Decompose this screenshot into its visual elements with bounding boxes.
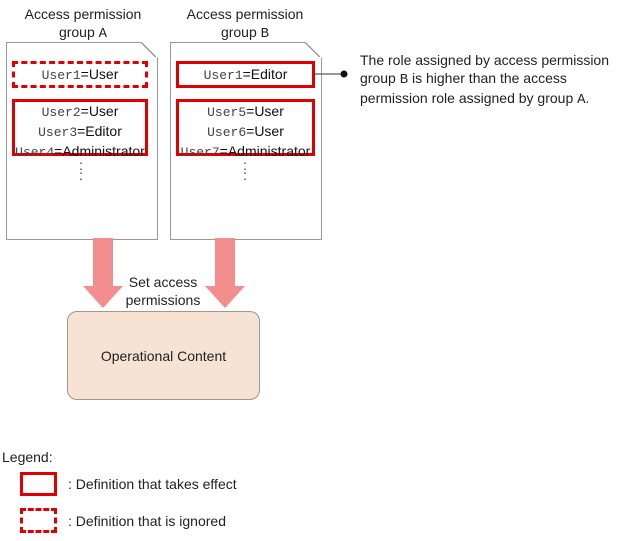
legend-ignored-swatch: [20, 508, 57, 533]
group-b-title: Access permission group B: [170, 5, 320, 43]
entry-role: =Editor: [77, 123, 122, 139]
entry-role: =Editor: [242, 66, 288, 82]
note-line-3-suffix: .: [585, 90, 590, 106]
entry-user: User4: [15, 145, 55, 160]
group-a-entry-2: User3=Editor: [15, 122, 145, 142]
group-a-title-line1: Access permission: [24, 6, 142, 22]
group-b-dots-2: :: [243, 167, 247, 183]
arrow-b-head: [205, 286, 245, 308]
group-b-title-prefix: group: [220, 24, 261, 40]
note-line-3-letter: A: [577, 92, 586, 108]
entry-user: User6: [207, 125, 247, 140]
group-b-entry-2: User6=User: [179, 122, 312, 142]
note-line-1: The role assigned by access permission: [360, 52, 610, 68]
entry-role: =Administrator: [219, 143, 311, 159]
group-b-title-line1: Access permission: [186, 6, 304, 22]
legend-title: Legend:: [2, 449, 53, 465]
group-b-dots-1: :: [243, 157, 247, 173]
group-b-title-letter: B: [260, 26, 270, 42]
legend-effect-label: : Definition that takes effect: [68, 476, 237, 492]
entry-user: User5: [207, 105, 247, 120]
arrow-group-b: [205, 238, 245, 308]
note-line-3-prefix: permission role assigned by group: [360, 90, 578, 106]
entry-role: =User: [246, 103, 284, 119]
group-b-card: [170, 42, 322, 240]
entry-role: =User: [80, 66, 119, 82]
group-b-effective-box: User5=User User6=User User7=Administrato…: [176, 99, 315, 160]
entry-user: User2: [41, 105, 81, 120]
legend-ignored-label: : Definition that is ignored: [68, 513, 226, 529]
arrow-group-a: [83, 238, 123, 308]
group-a-title: Access permission group A: [8, 5, 158, 43]
legend-effect-swatch: [20, 472, 57, 496]
operational-content-label: Operational Content: [100, 347, 227, 364]
note-line-2-prefix: group: [360, 70, 400, 86]
arrow-a-head: [83, 286, 123, 308]
entry-role: =Administrator: [54, 143, 145, 159]
group-a-entry-3: User4=Administrator: [15, 142, 145, 162]
entry-user: User3: [38, 125, 78, 140]
group-a-effective-box: User2=User User3=Editor User4=Administra…: [12, 99, 148, 160]
group-a-dots-2: :: [79, 167, 83, 183]
set-access-line1: Set access: [128, 274, 198, 290]
group-a-title-prefix: group: [58, 24, 99, 40]
set-access-line2: permissions: [125, 292, 201, 308]
entry-role: =User: [246, 123, 284, 139]
entry-user: User1: [41, 68, 81, 83]
group-a-ignored-box: User1=User: [12, 61, 148, 88]
note-line-2-letter: B: [399, 72, 409, 88]
group-b-top-box: User1=Editor: [176, 61, 315, 88]
group-b-top-entry: User1=Editor: [179, 65, 312, 85]
group-a-card: [6, 42, 158, 240]
set-access-label: Set access permissions: [108, 273, 218, 309]
entry-user: User1: [203, 68, 243, 83]
group-b-entry-1: User5=User: [179, 102, 312, 122]
group-a-dots-1: :: [79, 157, 83, 173]
arrow-b-shaft: [215, 238, 235, 286]
arrow-a-shaft: [93, 238, 113, 286]
group-a-ellipsis: : :: [6, 157, 156, 183]
group-a-entry-1: User2=User: [15, 102, 145, 122]
entry-role: =User: [80, 103, 119, 119]
group-a-ignored-entry: User1=User: [15, 65, 145, 85]
connector-dot: [340, 70, 348, 78]
group-b-card-fold: [305, 42, 320, 57]
note-text: The role assigned by access permission g…: [360, 51, 618, 109]
group-b-entry-3: User7=Administrator: [179, 142, 312, 162]
operational-content-box: Operational Content: [67, 311, 260, 400]
entry-user: User7: [180, 145, 220, 160]
group-b-ellipsis: : :: [170, 157, 320, 183]
group-a-card-fold: [141, 42, 156, 57]
group-a-title-letter: A: [98, 26, 108, 42]
note-line-2-suffix: is higher than the access: [408, 70, 567, 86]
note-connector: [314, 70, 348, 78]
